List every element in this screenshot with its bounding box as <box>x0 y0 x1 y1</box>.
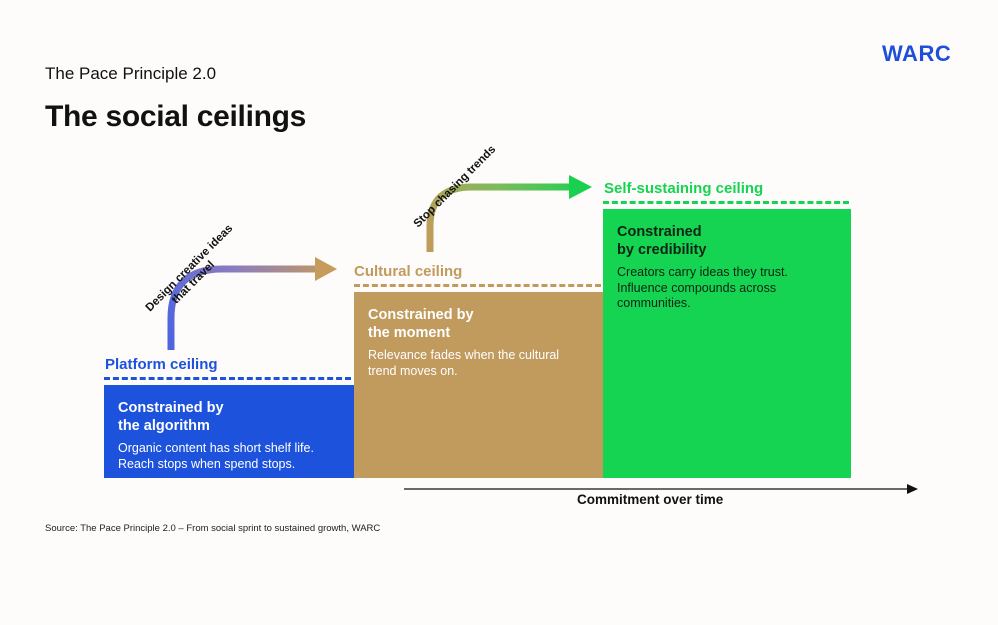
arrow-head-1-icon <box>315 257 337 281</box>
platform-ceiling-line <box>104 377 351 380</box>
self-sustaining-ceiling-line <box>603 201 849 204</box>
description-line: Relevance fades when the cultural <box>368 348 560 362</box>
cultural-ceiling-line <box>354 284 601 287</box>
description-line: Creators carry ideas they trust. <box>617 265 788 279</box>
cultural-block-description: Relevance fades when the cultural trend … <box>368 348 589 379</box>
self-sustaining-block-description: Creators carry ideas they trust. Influen… <box>617 265 837 312</box>
page-subtitle: The Pace Principle 2.0 <box>45 64 217 83</box>
heading-line: Constrained by <box>368 307 474 323</box>
warc-logo: WARC <box>882 41 952 66</box>
arrow-head-2-icon <box>569 175 592 199</box>
heading-line: by credibility <box>617 242 707 258</box>
platform-ceiling-block: Constrained by the algorithm Organic con… <box>104 385 354 478</box>
arrow-platform-to-cultural <box>167 265 318 350</box>
heading-line: the moment <box>368 325 451 341</box>
heading-line: the algorithm <box>118 418 210 434</box>
description-line: trend moves on. <box>368 363 458 378</box>
platform-ceiling-label: Platform ceiling <box>105 356 218 373</box>
heading-line: Constrained <box>617 224 702 240</box>
platform-block-heading: Constrained by the algorithm <box>118 399 340 435</box>
description-line: Organic content has short shelf life. <box>118 441 314 455</box>
description-line: communities. <box>617 296 691 310</box>
platform-block-description: Organic content has short shelf life. Re… <box>118 441 340 472</box>
source-note: Source: The Pace Principle 2.0 – From so… <box>45 523 381 534</box>
self-sustaining-ceiling-label: Self-sustaining ceiling <box>604 180 764 197</box>
description-line: Reach stops when spend stops. <box>118 456 296 471</box>
page-title: The social ceilings <box>45 100 307 133</box>
description-line: Influence compounds across <box>617 280 777 295</box>
heading-line: Constrained by <box>118 400 224 416</box>
time-axis-arrow-icon <box>907 484 918 494</box>
cultural-ceiling-label: Cultural ceiling <box>354 263 463 280</box>
arrow-cultural-to-self-sustaining <box>426 183 572 252</box>
self-sustaining-block-heading: Constrained by credibility <box>617 223 837 259</box>
cultural-block-heading: Constrained by the moment <box>368 306 589 342</box>
self-sustaining-ceiling-block: Constrained by credibility Creators carr… <box>603 209 851 478</box>
cultural-ceiling-block: Constrained by the moment Relevance fade… <box>354 292 603 478</box>
time-axis-label: Commitment over time <box>577 492 724 507</box>
